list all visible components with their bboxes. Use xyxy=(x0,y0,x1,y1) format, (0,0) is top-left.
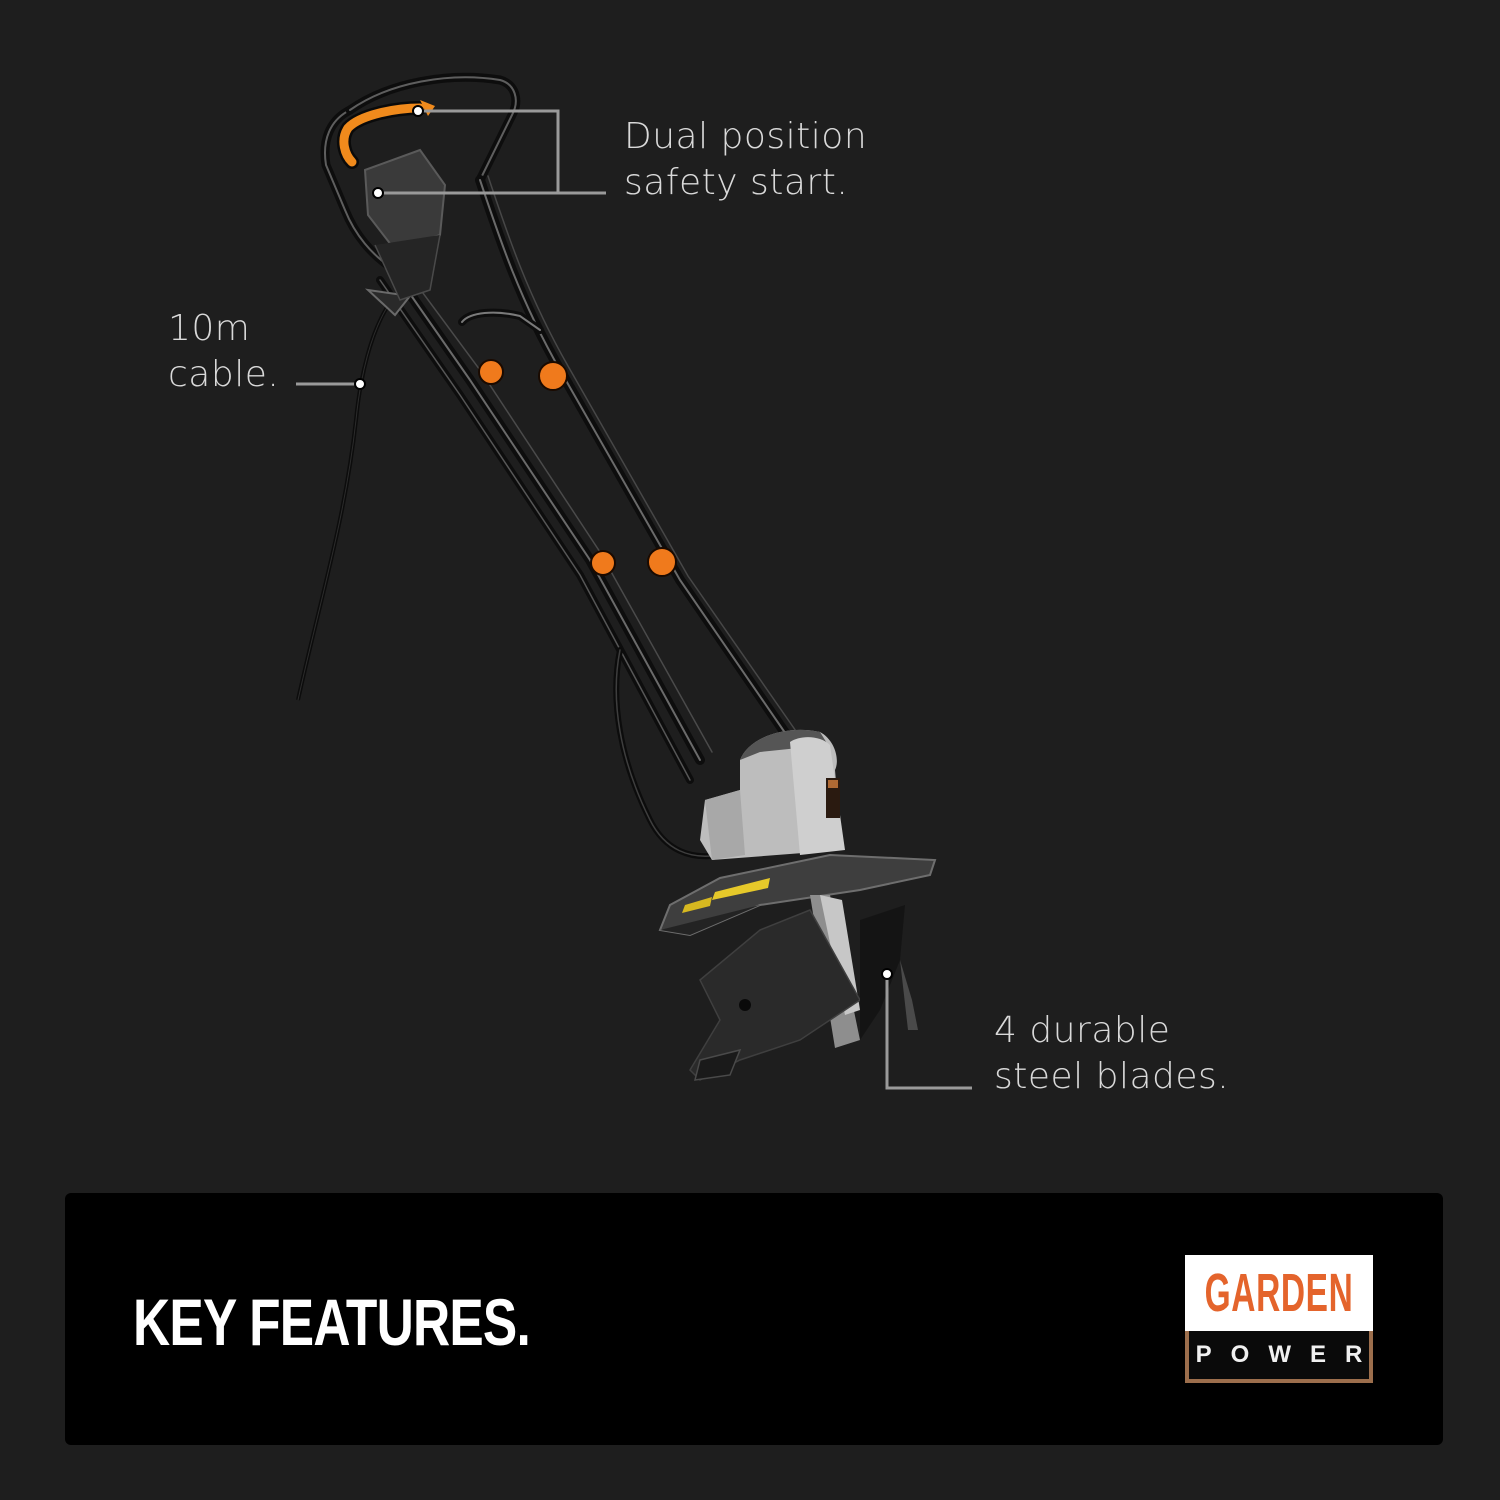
key-features-title: KEY FEATURES. xyxy=(133,1285,531,1359)
callout-cable-length: 10m cable. xyxy=(168,306,279,398)
callout-dots xyxy=(354,105,893,980)
garden-power-logo: GARDEN POWER xyxy=(1185,1255,1373,1383)
callout-cable-line1: 10m xyxy=(168,308,251,349)
callout-blades-line1: 4 durable xyxy=(994,1010,1171,1051)
power-cable xyxy=(296,298,394,701)
logo-top-panel: GARDEN xyxy=(1185,1255,1373,1331)
callout-cable-line2: cable. xyxy=(168,354,280,395)
callout-blades-line2: steel blades. xyxy=(994,1056,1230,1097)
key-features-banner: KEY FEATURES. GARDEN POWER xyxy=(65,1193,1443,1445)
motor-housing xyxy=(700,729,845,860)
callout-lines xyxy=(296,109,972,1090)
callout-safety-line2: safety start. xyxy=(624,162,849,203)
logo-power-text: POWER xyxy=(1195,1341,1382,1368)
steel-blades xyxy=(689,895,918,1081)
callout-safety-line1: Dual position xyxy=(624,116,868,157)
safety-trigger xyxy=(336,100,435,169)
tiller-illustration xyxy=(296,72,972,1090)
logo-garden-text: GARDEN xyxy=(1204,1263,1354,1323)
logo-bottom-panel: POWER xyxy=(1185,1331,1373,1383)
switch-box xyxy=(363,148,447,301)
tine-shield xyxy=(658,853,937,937)
callout-safety-start: Dual position safety start. xyxy=(624,114,867,206)
orange-adjustment-knobs xyxy=(478,359,677,577)
callout-steel-blades: 4 durable steel blades. xyxy=(994,1008,1229,1100)
